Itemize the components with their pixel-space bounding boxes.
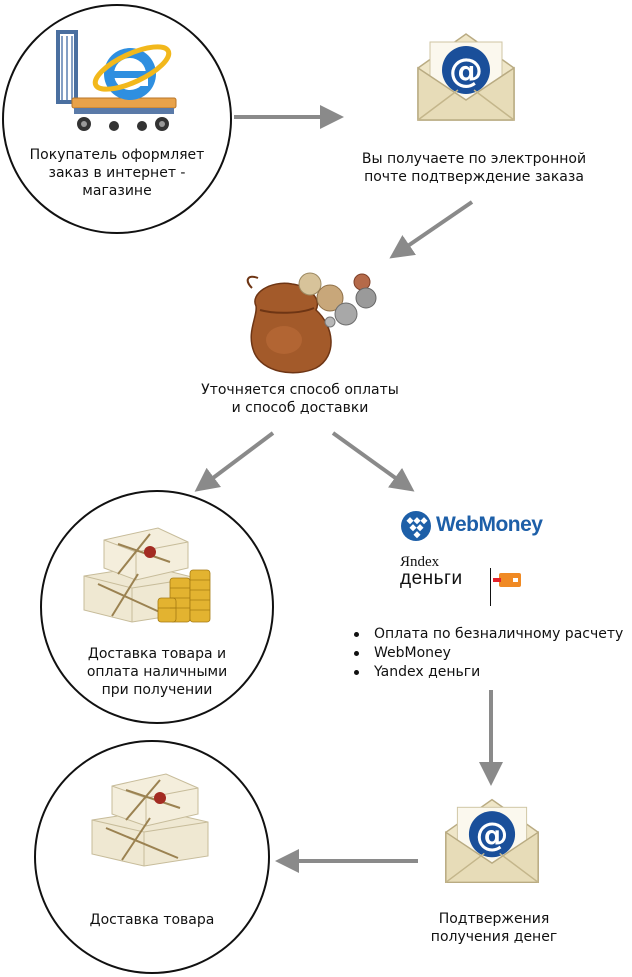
order-step-circle <box>2 4 232 234</box>
cash-delivery-line-1: Доставка товара и <box>87 646 227 662</box>
svg-text:@: @ <box>476 816 509 854</box>
yandex-logo-bottom: деньги <box>400 568 463 589</box>
email-confirm-line-2: почте подтверждение заказа <box>364 169 584 185</box>
arrow-payment-to-cash <box>194 431 275 492</box>
payment-choice-line-2: и способ доставки <box>231 400 369 416</box>
parcel-icon <box>91 773 209 867</box>
webmoney-logo-icon <box>401 511 431 541</box>
payment-option: WebMoney <box>348 644 628 663</box>
svg-text:@: @ <box>449 51 483 91</box>
payment-choice-text: Уточняется способ оплаты и способ достав… <box>190 381 410 417</box>
webmoney-logo-text: WebMoney <box>436 513 543 536</box>
delivery-line-1: Доставка товара <box>89 912 215 928</box>
cash-delivery-text: Доставка товара и оплата наличными при п… <box>62 645 252 699</box>
yandex-money-logo: Яndex деньги <box>400 554 530 608</box>
order-step-text: Покупатель оформляет заказ в интернет - … <box>22 146 212 200</box>
email-confirm-text: Вы получаете по электронной почте подтве… <box>338 150 610 186</box>
payment-option: Оплата по безналичному расчету <box>348 625 628 644</box>
coin-purse-icon <box>246 272 377 374</box>
email-confirm-line-1: Вы получаете по электронной <box>361 151 587 167</box>
cash-delivery-line-3: при получении <box>101 682 213 698</box>
payment-options-list: Оплата по безналичному расчету WebMoney … <box>348 625 628 682</box>
payment-received-line-1: Подтвержения <box>438 911 550 927</box>
order-line-3: магазине <box>82 183 152 199</box>
arrow-email-to-payment <box>389 200 474 259</box>
yandex-logo-top: Яndex <box>400 554 440 570</box>
yandex-logo-bar <box>490 568 491 606</box>
email-envelope-icon: @ <box>445 798 539 884</box>
payment-received-line-2: получения денег <box>430 929 558 945</box>
shopping-cart-browser-icon <box>56 30 177 131</box>
order-line-2: заказ в интернет - <box>48 165 186 181</box>
cash-delivery-line-2: оплата наличными <box>86 664 228 680</box>
payment-option: Yandex деньги <box>348 663 628 682</box>
payment-choice-line-1: Уточняется способ оплаты <box>201 382 399 398</box>
parcel-with-coins-icon <box>83 527 211 623</box>
yandex-money-logo-icon <box>493 573 521 587</box>
email-envelope-icon: @ <box>417 33 515 121</box>
arrow-payment-to-online <box>331 431 415 492</box>
payment-received-text: Подтвержения получения денег <box>410 910 578 946</box>
webmoney-logo: WebMoney <box>400 510 543 542</box>
order-line-1: Покупатель оформляет <box>29 147 205 163</box>
delivery-text: Доставка товара <box>62 911 242 929</box>
